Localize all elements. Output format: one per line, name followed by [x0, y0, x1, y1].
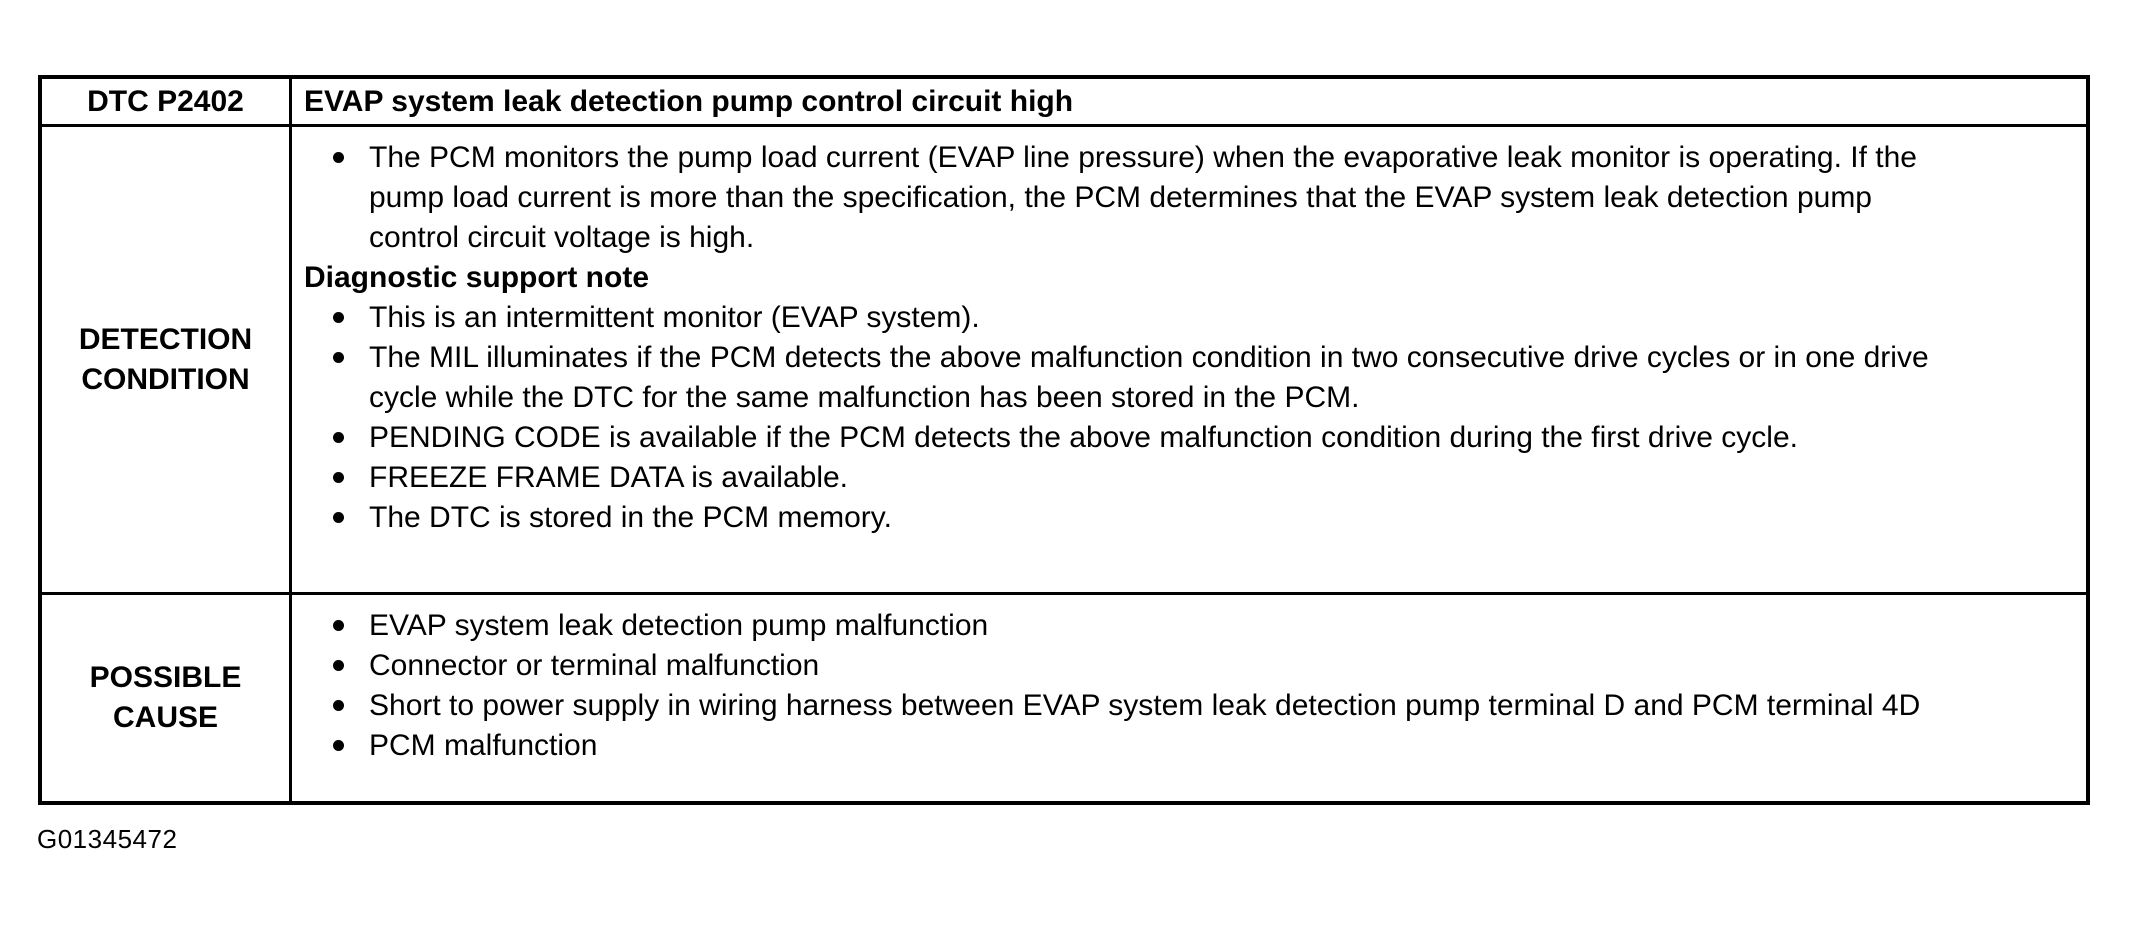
- dtc-title: EVAP system leak detection pump control …: [304, 84, 1074, 118]
- bullet-text: Short to power supply in wiring harness …: [369, 689, 1921, 722]
- bullet-item: The MIL illuminates if the PCM detects t…: [304, 338, 2074, 418]
- bullet-icon: [304, 498, 369, 538]
- bullet-item: This is an intermittent monitor (EVAP sy…: [304, 298, 2074, 338]
- dtc-table: DTC P2402 EVAP system leak detection pum…: [38, 75, 2090, 805]
- detection-condition-content-cell: The PCM monitors the pump load current (…: [292, 127, 2086, 595]
- detection-condition-label-line2: CONDITION: [81, 362, 250, 396]
- dtc-title-cell: EVAP system leak detection pump control …: [292, 79, 2086, 127]
- bullet-icon: [304, 686, 369, 726]
- diagnostic-support-note-heading: Diagnostic support note: [304, 261, 649, 294]
- figure-id: G01345472: [37, 824, 178, 854]
- bullet-icon: [304, 338, 369, 378]
- bullet-item: Short to power supply in wiring harness …: [304, 686, 2074, 726]
- dtc-code-cell: DTC P2402: [42, 79, 292, 127]
- bullet-icon: [304, 726, 369, 766]
- bullet-text: EVAP system leak detection pump malfunct…: [369, 609, 989, 642]
- bullet-text: Connector or terminal malfunction: [369, 649, 820, 682]
- bullet-text: This is an intermittent monitor (EVAP sy…: [369, 301, 980, 334]
- dtc-code: DTC P2402: [87, 84, 244, 118]
- possible-cause-label-line2: CAUSE: [112, 701, 218, 734]
- bullet-icon: [304, 418, 369, 458]
- possible-cause-label-cell: POSSIBLE CAUSE: [42, 595, 292, 801]
- bullet-item: FREEZE FRAME DATA is available.: [304, 458, 2074, 498]
- detection-condition-label-line1: DETECTION: [78, 322, 253, 356]
- bullet-icon: [304, 646, 369, 686]
- bullet-item: EVAP system leak detection pump malfunct…: [304, 606, 2074, 646]
- bullet-text: PENDING CODE is available if the PCM det…: [369, 421, 1798, 454]
- possible-cause-content-cell: EVAP system leak detection pump malfunct…: [292, 595, 2086, 801]
- detection-condition-label-cell: DETECTION CONDITION: [42, 127, 292, 595]
- bullet-item: The PCM monitors the pump load current (…: [304, 138, 2074, 258]
- bullet-item: The DTC is stored in the PCM memory.: [304, 498, 2074, 538]
- possible-cause-label-line1: POSSIBLE: [89, 661, 242, 694]
- bullet-icon: [304, 458, 369, 498]
- bullet-item: Connector or terminal malfunction: [304, 646, 2074, 686]
- bullet-text: The DTC is stored in the PCM memory.: [369, 501, 892, 534]
- bullet-text: The MIL illuminates if the PCM detects t…: [369, 341, 1929, 414]
- bullet-text: FREEZE FRAME DATA is available.: [369, 461, 849, 494]
- bullet-text: The PCM monitors the pump load current (…: [369, 141, 1917, 254]
- bullet-item: PCM malfunction: [304, 726, 2074, 766]
- bullet-icon: [304, 138, 369, 178]
- bullet-icon: [304, 298, 369, 338]
- bullet-item: PENDING CODE is available if the PCM det…: [304, 418, 2074, 458]
- bullet-icon: [304, 606, 369, 646]
- bullet-text: PCM malfunction: [369, 729, 598, 762]
